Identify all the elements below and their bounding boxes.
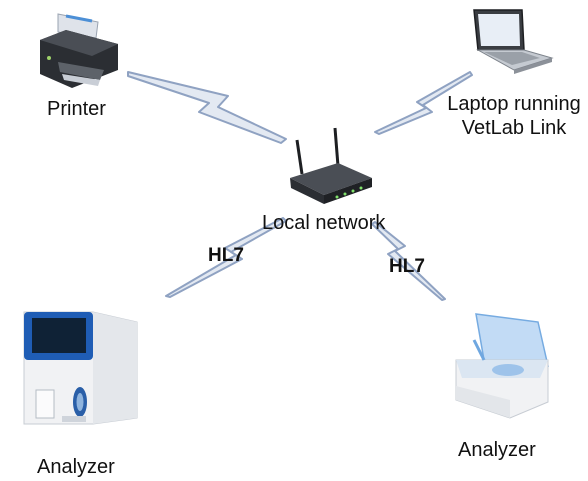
analyzer-left-icon	[23, 311, 138, 425]
printer-icon	[40, 13, 118, 88]
hl7-label-right: HL7	[389, 256, 425, 277]
analyzer-right-icon	[455, 313, 549, 419]
laptop-label-line1: Laptop running	[447, 93, 581, 115]
analyzer-right-label: Analyzer	[458, 439, 536, 461]
wireless-link-analyzer-right	[371, 221, 446, 301]
wireless-link-analyzer-left	[165, 217, 287, 298]
wireless-link-printer	[127, 71, 287, 144]
analyzer-left-label: Analyzer	[37, 456, 115, 478]
hl7-label-left: HL7	[208, 245, 244, 266]
wireless-link-laptop	[374, 71, 473, 135]
laptop-icon	[473, 9, 554, 74]
laptop-label-line2: VetLab Link	[461, 117, 567, 139]
router-label: Local network	[262, 212, 386, 234]
printer-label: Printer	[47, 98, 106, 120]
router-icon	[290, 127, 372, 204]
